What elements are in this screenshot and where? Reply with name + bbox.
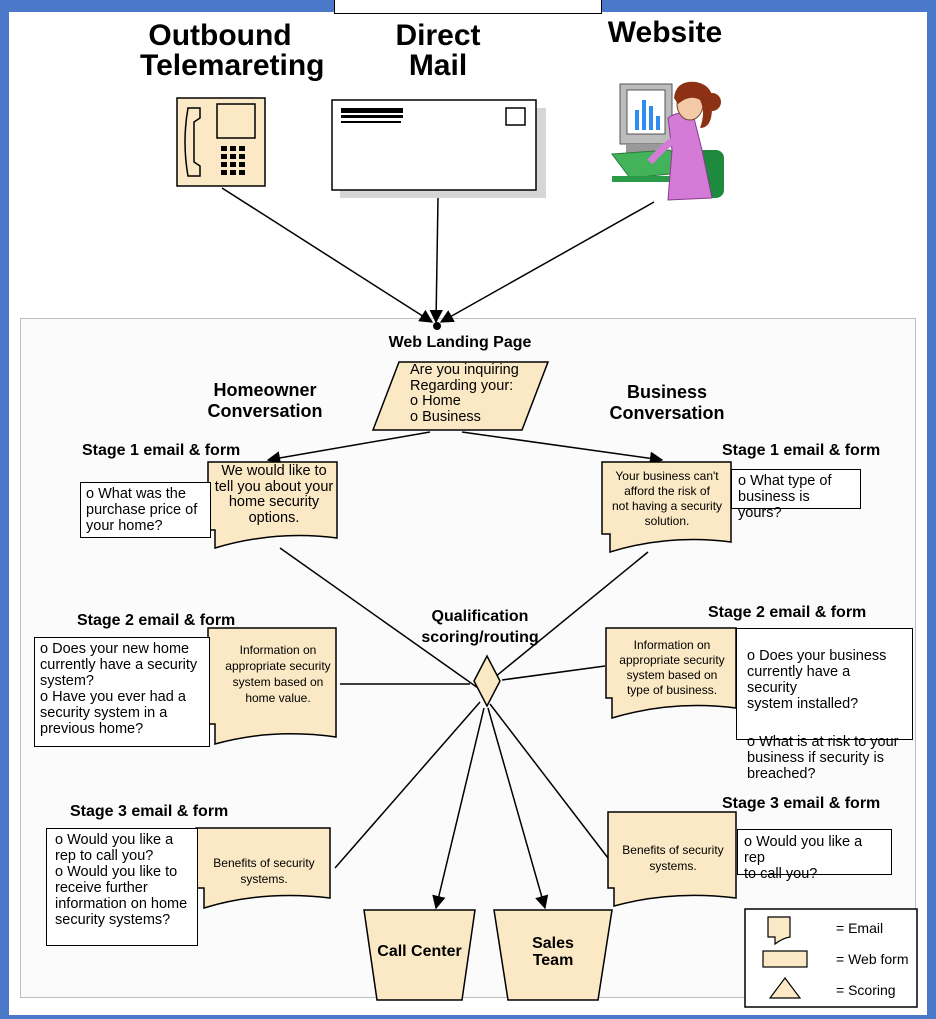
business-stage2-form: o Does your business currently have a se… xyxy=(736,628,913,782)
business-stage3-title: Stage 3 email & form xyxy=(722,795,881,812)
email-documents xyxy=(195,461,737,910)
business-stage3-email: Benefits of security systems. xyxy=(622,843,724,873)
call-center-label: Call Center xyxy=(377,943,462,960)
website-title: Website xyxy=(607,16,723,49)
business-stage1-title: Stage 1 email & form xyxy=(722,442,881,459)
business-stage2-form-question-2: o What is at risk to your business if se… xyxy=(747,734,899,782)
envelope-icon xyxy=(331,99,546,198)
business-stage2-title: Stage 2 email & form xyxy=(708,604,867,621)
channel-connectors xyxy=(221,187,655,324)
landing-title: Web Landing Page xyxy=(388,334,532,351)
landing-question: Are you inquiring Regarding your: o Home… xyxy=(410,362,519,425)
legend-email-label: = Email xyxy=(836,920,884,936)
homeowner-stage2-email: Information on appropriate security syst… xyxy=(225,643,331,705)
top-tab xyxy=(334,0,602,14)
business-stage2-email: Information on appropriate security syst… xyxy=(619,638,725,697)
direct-mail-title: Direct Mail xyxy=(395,19,481,82)
legend-webform-label: = Web form xyxy=(836,951,909,967)
qualification-label: Qualification scoring/routing xyxy=(421,608,539,646)
homeowner-title: Homeowner Conversation xyxy=(207,380,323,421)
homeowner-stage3-form: o Would you like a rep to call you? o Wo… xyxy=(46,828,198,946)
legend-scoring-label: = Scoring xyxy=(836,982,896,998)
call-center-shape xyxy=(363,909,476,1001)
homeowner-stage3-email: Benefits of security systems. xyxy=(213,856,315,886)
homeowner-stage2-form: o Does your new home currently have a se… xyxy=(34,637,210,747)
business-title: Business Conversation xyxy=(609,382,725,423)
legend-webform-icon xyxy=(762,950,808,968)
landing-question-shape xyxy=(371,361,550,431)
legend-scoring-icon xyxy=(768,977,802,999)
homeowner-stage2-title: Stage 2 email & form xyxy=(77,612,236,629)
sales-team-label: Sales Team xyxy=(532,935,574,969)
junction-dot xyxy=(433,322,441,330)
woman-at-computer-icon xyxy=(611,81,724,201)
homeowner-stage1-email: We would like to tell you about your hom… xyxy=(214,463,334,526)
scoring-diamond xyxy=(473,654,501,708)
homeowner-stage3-title: Stage 3 email & form xyxy=(70,803,229,820)
phone-icon xyxy=(176,97,266,187)
routing-connectors xyxy=(279,547,649,910)
business-stage2-form-question-1: o Does your business currently have a se… xyxy=(747,648,887,712)
landing-connectors xyxy=(266,431,664,466)
homeowner-stage1-title: Stage 1 email & form xyxy=(82,442,241,459)
business-stage1-email: Your business can't afford the risk of n… xyxy=(611,469,723,528)
homeowner-stage1-form: o What was the purchase price of your ho… xyxy=(80,482,211,538)
business-stage3-form: o Would you like a rep to call you? xyxy=(737,829,892,882)
business-stage1-form: o What type of business is yours? xyxy=(731,469,861,521)
legend-email-icon xyxy=(767,916,791,946)
telemarketing-title: Outbound Telemareting xyxy=(140,19,325,82)
sales-team-shape xyxy=(493,909,613,1001)
